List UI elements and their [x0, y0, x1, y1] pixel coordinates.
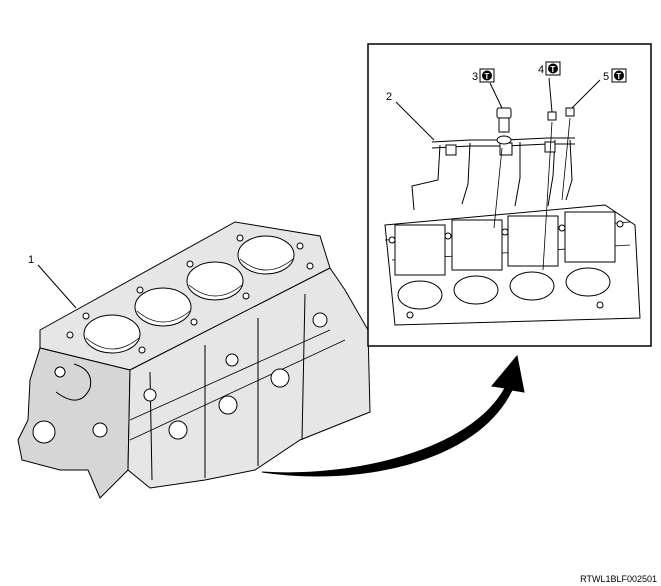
torque-icon-disc	[614, 70, 624, 81]
callout-5: 5 T	[571, 68, 627, 109]
torque-icon-letter: T	[550, 65, 555, 74]
callout-4: 4 T	[538, 61, 561, 113]
torque-icon-disc	[548, 63, 558, 74]
bolt-3	[493, 107, 512, 229]
callout-3-label: 3	[472, 71, 478, 83]
callout-2: 2	[386, 91, 435, 141]
callout-1: 1	[28, 254, 77, 309]
callout-3: 3 T	[472, 68, 503, 109]
callout-5-label: 5	[603, 71, 609, 83]
torque-icon-letter: T	[484, 72, 489, 81]
curved-arrow	[261, 354, 525, 477]
callout-4-label: 4	[538, 64, 544, 76]
torque-icon-letter: T	[616, 72, 621, 81]
callout-2-label: 2	[386, 91, 392, 103]
callout-1-label: 1	[28, 254, 34, 266]
detail-inset: 2 3 T 4 T 5 T	[367, 43, 652, 347]
torque-icon-disc	[482, 70, 492, 81]
detail-block	[384, 204, 641, 326]
bolt-5	[561, 107, 575, 201]
deck-bolt-holes	[66, 234, 314, 354]
cylinder-block	[17, 221, 371, 499]
figure-code: RTWL1BLF002501	[580, 574, 657, 584]
